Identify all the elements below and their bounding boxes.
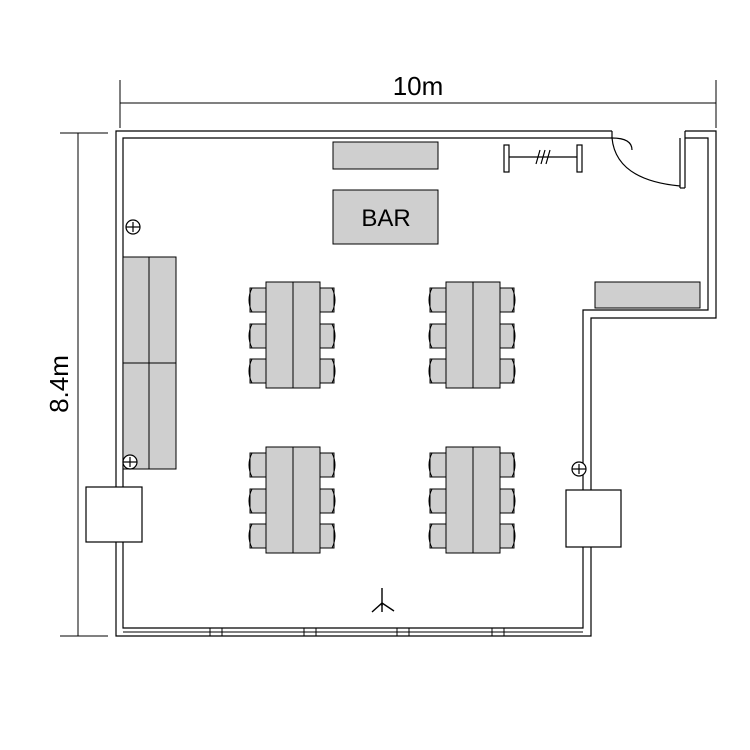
- pillar: [125, 219, 141, 235]
- chair: [248, 358, 267, 384]
- table-group: [248, 446, 336, 554]
- chair: [317, 358, 336, 384]
- chair: [248, 523, 267, 549]
- table-group: [248, 281, 336, 389]
- chair: [317, 452, 336, 478]
- chair: [428, 323, 447, 349]
- table: [445, 446, 501, 554]
- width-dimension: [119, 80, 717, 128]
- sofa: [122, 256, 177, 470]
- back-counter: [332, 141, 439, 170]
- bar-counter: [332, 189, 439, 245]
- wall-column-left: [85, 486, 143, 543]
- pillar: [571, 461, 587, 477]
- chair: [497, 523, 516, 549]
- chair: [248, 323, 267, 349]
- bar-label: BAR: [361, 205, 410, 232]
- chair: [317, 523, 336, 549]
- table: [445, 281, 501, 389]
- chair: [317, 287, 336, 313]
- chair: [428, 452, 447, 478]
- depth-dimension-label: 8.4m: [44, 355, 74, 413]
- chair: [497, 488, 516, 514]
- windows-bottom: [123, 628, 583, 636]
- pillar: [122, 454, 138, 470]
- chair: [428, 488, 447, 514]
- coat-rack: [503, 144, 583, 173]
- table-groups: [248, 281, 516, 554]
- chair: [428, 523, 447, 549]
- tripod-icon: [371, 588, 395, 613]
- depth-dimension: [60, 132, 108, 637]
- chair: [248, 452, 267, 478]
- chair: [497, 358, 516, 384]
- table: [265, 281, 321, 389]
- chair: [497, 287, 516, 313]
- chair: [317, 323, 336, 349]
- chair: [248, 488, 267, 514]
- width-dimension-label: 10m: [393, 71, 444, 101]
- door: [611, 137, 686, 189]
- table-group: [428, 446, 516, 554]
- chair: [428, 287, 447, 313]
- table-group: [428, 281, 516, 389]
- chair: [248, 287, 267, 313]
- table: [265, 446, 321, 554]
- side-counter: [594, 281, 701, 309]
- chair: [497, 323, 516, 349]
- chair: [428, 358, 447, 384]
- wall-column-right: [565, 489, 622, 548]
- chair: [497, 452, 516, 478]
- chair: [317, 488, 336, 514]
